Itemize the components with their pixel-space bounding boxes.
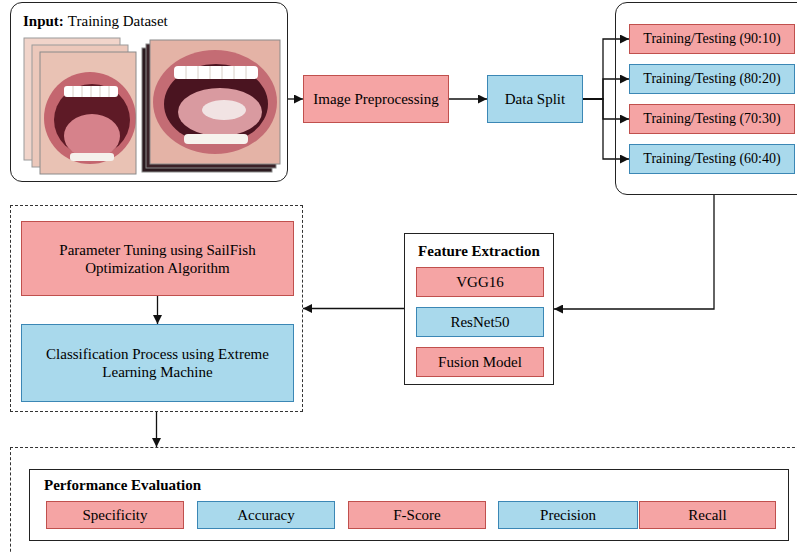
split-box: Training/Testing (90:10) xyxy=(629,24,795,54)
label-text: Accuracy xyxy=(237,506,294,524)
connector-arrow xyxy=(554,195,714,309)
evaluation-panel: Performance EvaluationSpecificity Accurac… xyxy=(29,469,789,541)
process-box: Classification Process using Extreme Lea… xyxy=(21,324,294,402)
split-box: Training/Testing (70:30) xyxy=(629,104,795,134)
heading-text: Feature Extraction xyxy=(418,242,540,260)
connector-arrow xyxy=(449,98,487,99)
dashed-group: Performance EvaluationSpecificity Accurac… xyxy=(10,447,797,552)
label-text: Training/Testing (80:20) xyxy=(643,71,780,88)
process-box: Data Split xyxy=(487,75,583,123)
label-text: F-Score xyxy=(393,506,441,524)
split-group: Training/Testing (90:10) Training/Testing… xyxy=(615,2,797,195)
photo-frame xyxy=(150,40,280,164)
label-text: ResNet50 xyxy=(450,313,509,331)
connector-arrow xyxy=(288,98,303,99)
label-text: Specificity xyxy=(83,506,148,524)
label-text: Fusion Model xyxy=(438,353,522,371)
label-text: Recall xyxy=(688,506,726,524)
connector-arrow xyxy=(583,79,629,99)
feature-panel: Feature ExtractionVGG16ResNet50Fusion Mo… xyxy=(404,233,554,385)
mouth-photo xyxy=(40,52,136,174)
label-text: Training/Testing (60:40) xyxy=(643,151,780,168)
split-box: Training/Testing (80:20) xyxy=(629,64,795,94)
label-text: Image Preprocessing xyxy=(313,90,438,108)
dashed-group: Parameter Tuning using SailFish Optimiza… xyxy=(10,205,303,412)
mouth-photo xyxy=(150,40,280,164)
connector-arrow xyxy=(583,39,629,99)
label-text: Precision xyxy=(540,506,596,524)
input-panel: Input:Training Dataset xyxy=(10,2,288,182)
metric-box: F-Score xyxy=(348,501,486,529)
photo-frame xyxy=(40,52,136,174)
connector-arrow xyxy=(583,99,629,159)
label-text: Parameter Tuning using SailFish Optimiza… xyxy=(45,241,270,277)
label-text: Classification Process using Extreme Lea… xyxy=(45,345,270,381)
connector-arrow xyxy=(303,308,404,309)
connector-arrow xyxy=(583,99,629,119)
connector-arrow xyxy=(156,412,157,447)
metric-box: Specificity xyxy=(46,501,184,529)
process-box: Parameter Tuning using SailFish Optimiza… xyxy=(21,221,294,296)
process-box: Image Preprocessing xyxy=(303,75,449,123)
label-text: Training Dataset xyxy=(68,13,168,29)
metric-box: Accuracy xyxy=(197,501,335,529)
label-text: Data Split xyxy=(505,90,565,108)
model-box: ResNet50 xyxy=(416,307,544,337)
metric-box: Recall xyxy=(639,501,776,529)
label-text: Training/Testing (90:10) xyxy=(643,31,780,48)
heading-text: Input: xyxy=(23,13,64,29)
model-box: Fusion Model xyxy=(416,347,544,377)
model-box: VGG16 xyxy=(416,267,544,297)
heading-text: Performance Evaluation xyxy=(44,476,201,494)
connector-arrow xyxy=(157,296,158,324)
metric-box: Precision xyxy=(498,501,638,529)
label-text: Training/Testing (70:30) xyxy=(643,111,780,128)
label-text: VGG16 xyxy=(456,273,504,291)
split-box: Training/Testing (60:40) xyxy=(629,144,795,174)
